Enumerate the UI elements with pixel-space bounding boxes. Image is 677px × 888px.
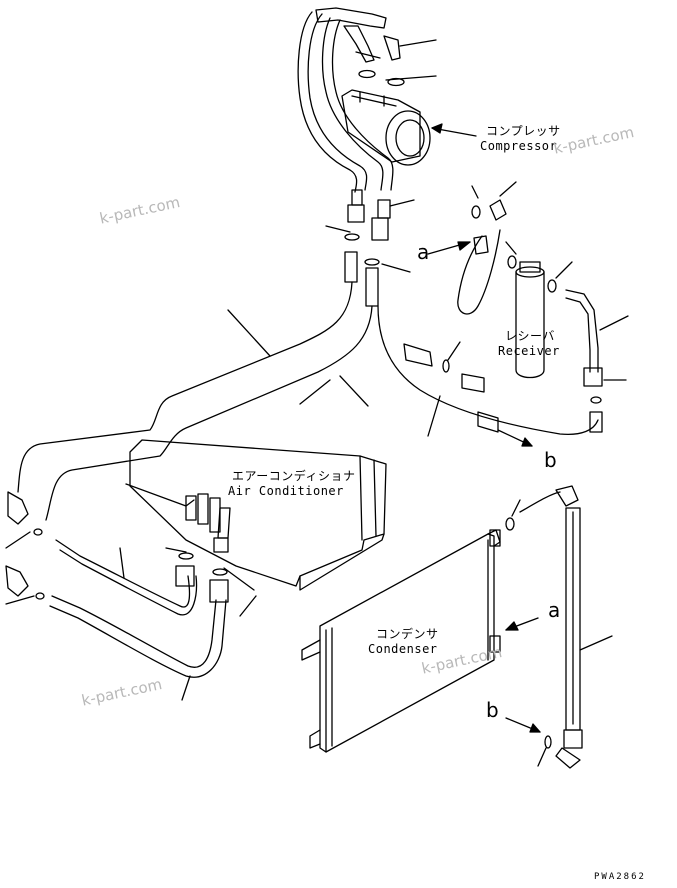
- aircon-label-jp: エアーコンディショナ: [232, 469, 356, 483]
- receiver-label-en: Receiver: [498, 344, 560, 358]
- condenser-label-jp: コンデンサ: [376, 627, 439, 641]
- line-to-condenser: [377, 305, 599, 447]
- main-refrigerant-hose: [17, 281, 373, 521]
- condenser-hose: [519, 485, 613, 769]
- lower-left-hoses: [5, 491, 257, 701]
- compressor-label-jp: コンプレッサ: [486, 124, 561, 138]
- connection-letter-a-receiver: a: [417, 240, 430, 264]
- receiver: [427, 181, 629, 433]
- condenser-label-en: Condenser: [368, 642, 438, 656]
- connection-letter-a-condenser: a: [548, 598, 561, 622]
- air-conditioner-unit: [125, 439, 387, 591]
- connection-letter-b-condenser: b: [486, 698, 499, 722]
- compressor: [297, 7, 477, 193]
- compressor-label-en: Compressor: [480, 139, 558, 153]
- condenser: [301, 499, 541, 753]
- receiver-label-jp: レシーバ: [505, 329, 555, 343]
- compressor-hose-fittings: [325, 189, 415, 307]
- aircon-label-en: Air Conditioner: [228, 484, 344, 498]
- connection-letter-b-line: b: [544, 448, 557, 472]
- drawing-code: PWA2862: [594, 872, 646, 882]
